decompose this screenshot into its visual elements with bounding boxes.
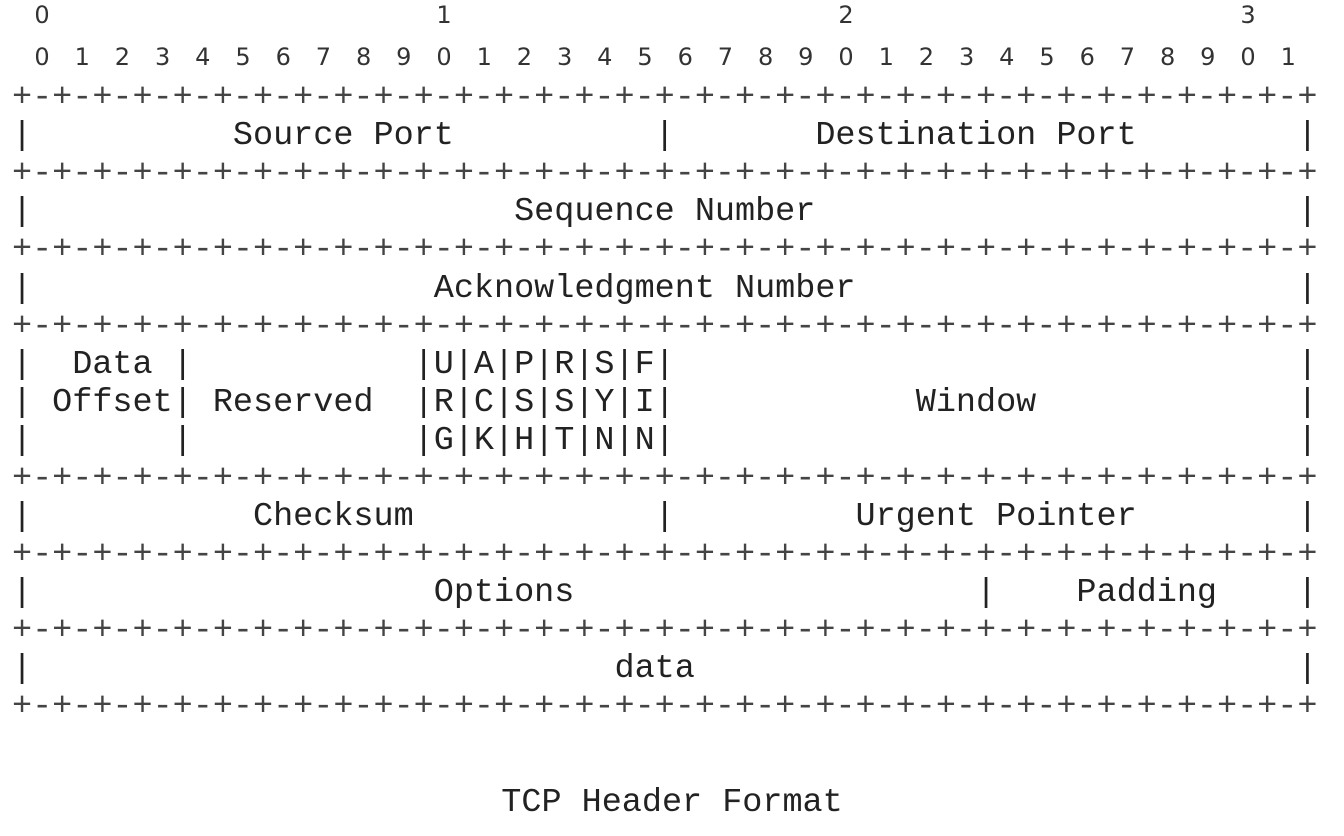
separator-line: +-+-+-+-+-+-+-+-+-+-+-+-+-+-+-+-+-+-+-+-… bbox=[12, 155, 1318, 193]
bit-index-digit: 5 bbox=[235, 43, 251, 71]
bit-index-digit: 1 bbox=[1280, 43, 1296, 71]
bit-index-digit: 4 bbox=[597, 43, 613, 71]
row-options: | Options | Padding | bbox=[12, 574, 1318, 612]
bit-index-digit: 3 bbox=[958, 43, 975, 71]
row-flags-line-3: | | |G|K|H|T|N|N| | bbox=[12, 422, 1318, 460]
row-acknowledgment-number: | Acknowledgment Number | bbox=[12, 270, 1318, 308]
separator-line: +-+-+-+-+-+-+-+-+-+-+-+-+-+-+-+-+-+-+-+-… bbox=[12, 612, 1318, 650]
bit-index-digit: 2 bbox=[114, 43, 131, 71]
row-checksum: | Checksum | Urgent Pointer | bbox=[12, 498, 1318, 536]
bit-index-digit: 5 bbox=[1039, 43, 1055, 71]
separator-line: +-+-+-+-+-+-+-+-+-+-+-+-+-+-+-+-+-+-+-+-… bbox=[12, 460, 1318, 498]
bit-index-digit: 0 bbox=[436, 43, 452, 71]
bit-index-digit: 0 bbox=[838, 43, 854, 71]
bit-index-digit: 1 bbox=[476, 43, 492, 71]
bit-index-digit: 6 bbox=[275, 43, 291, 71]
bit-index-digit: 2 bbox=[516, 43, 533, 71]
tens-digit: 2 bbox=[838, 1, 854, 29]
bit-index-digit: 3 bbox=[556, 43, 573, 71]
bit-index-digit: 2 bbox=[918, 43, 935, 71]
bit-index-digit: 3 bbox=[154, 43, 171, 71]
bit-index-digit: 7 bbox=[315, 43, 332, 71]
bit-index-digit: 4 bbox=[195, 43, 211, 71]
bit-index-digit: 8 bbox=[355, 43, 372, 71]
row-sequence-number: | Sequence Number | bbox=[12, 193, 1318, 231]
bit-index-digit: 0 bbox=[34, 43, 50, 71]
bit-index-digit: 9 bbox=[798, 43, 814, 71]
row-flags-line-1: | Data | |U|A|P|R|S|F| | bbox=[12, 346, 1318, 384]
row-ports: | Source Port | Destination Port | bbox=[12, 117, 1318, 155]
bit-index-digit: 0 bbox=[1240, 43, 1256, 71]
bit-index-digit: 4 bbox=[999, 43, 1015, 71]
bit-index-digit: 1 bbox=[878, 43, 894, 71]
separator-line: +-+-+-+-+-+-+-+-+-+-+-+-+-+-+-+-+-+-+-+-… bbox=[12, 688, 1318, 726]
tens-digit: 3 bbox=[1240, 1, 1256, 29]
row-data: | data | bbox=[12, 650, 1318, 688]
separator-line: +-+-+-+-+-+-+-+-+-+-+-+-+-+-+-+-+-+-+-+-… bbox=[12, 308, 1318, 346]
bit-index-digit: 8 bbox=[757, 43, 774, 71]
tens-digit: 0 bbox=[34, 1, 50, 29]
bit-index-digit: 7 bbox=[717, 43, 734, 71]
bit-index-digit: 9 bbox=[1200, 43, 1216, 71]
bit-index-digit: 7 bbox=[1119, 43, 1136, 71]
bit-index-digit: 1 bbox=[74, 43, 90, 71]
bit-index-digit: 8 bbox=[1159, 43, 1176, 71]
bit-index-digit: 9 bbox=[396, 43, 412, 71]
bit-index-digit: 6 bbox=[677, 43, 693, 71]
separator-line: +-+-+-+-+-+-+-+-+-+-+-+-+-+-+-+-+-+-+-+-… bbox=[12, 231, 1318, 269]
bit-index-digit: 5 bbox=[637, 43, 653, 71]
separator-line: +-+-+-+-+-+-+-+-+-+-+-+-+-+-+-+-+-+-+-+-… bbox=[12, 79, 1318, 117]
tens-digit: 1 bbox=[436, 1, 452, 29]
diagram-caption: TCP Header Format bbox=[501, 784, 843, 822]
row-flags-line-2: | Offset| Reserved |R|C|S|S|Y|I| Window … bbox=[12, 384, 1318, 422]
bit-index-digit: 6 bbox=[1079, 43, 1095, 71]
separator-line: +-+-+-+-+-+-+-+-+-+-+-+-+-+-+-+-+-+-+-+-… bbox=[12, 536, 1318, 574]
